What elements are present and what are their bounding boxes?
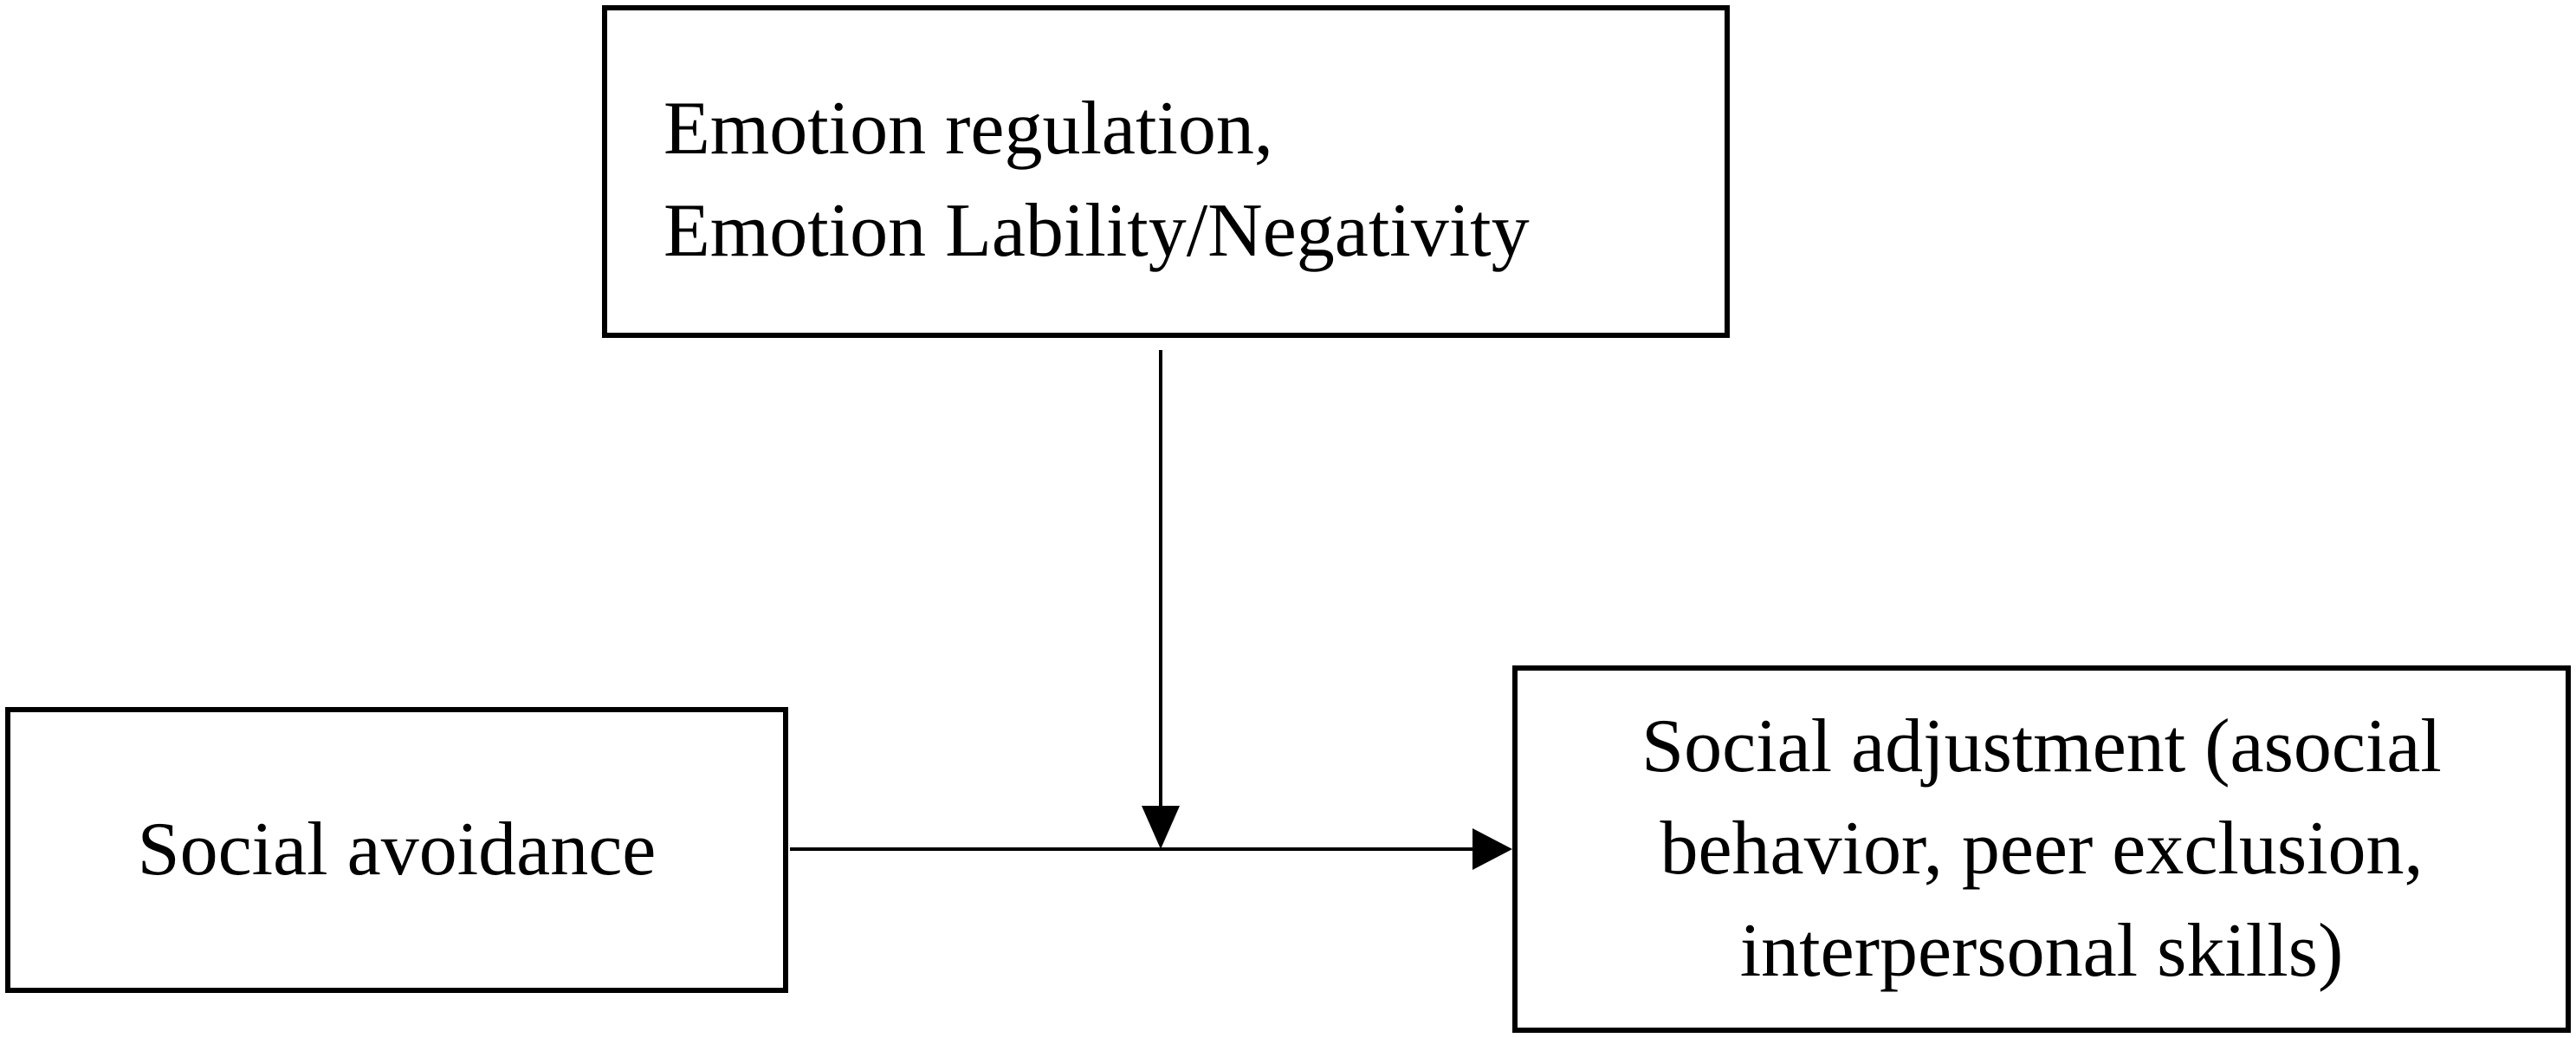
outcome-label-line-2: behavior, peer exclusion, — [1660, 807, 2424, 891]
moderator-label-line-2: Emotion Lability/Negativity — [663, 189, 1530, 273]
outcome-label-line-1: Social adjustment (asocial — [1641, 704, 2442, 788]
direct-effect-arrow — [790, 828, 1512, 870]
moderator-box: Emotion regulation, Emotion Lability/Neg… — [602, 5, 1730, 338]
moderator-label-line-1: Emotion regulation, — [663, 87, 1273, 171]
outcome-label-line-3: interpersonal skills) — [1739, 909, 2344, 993]
outcome-box: Social adjustment (asocial behavior, pee… — [1512, 665, 2571, 1033]
predictor-label: Social avoidance — [137, 808, 657, 892]
moderation-arrow — [1142, 350, 1180, 849]
predictor-box: Social avoidance — [5, 707, 788, 993]
